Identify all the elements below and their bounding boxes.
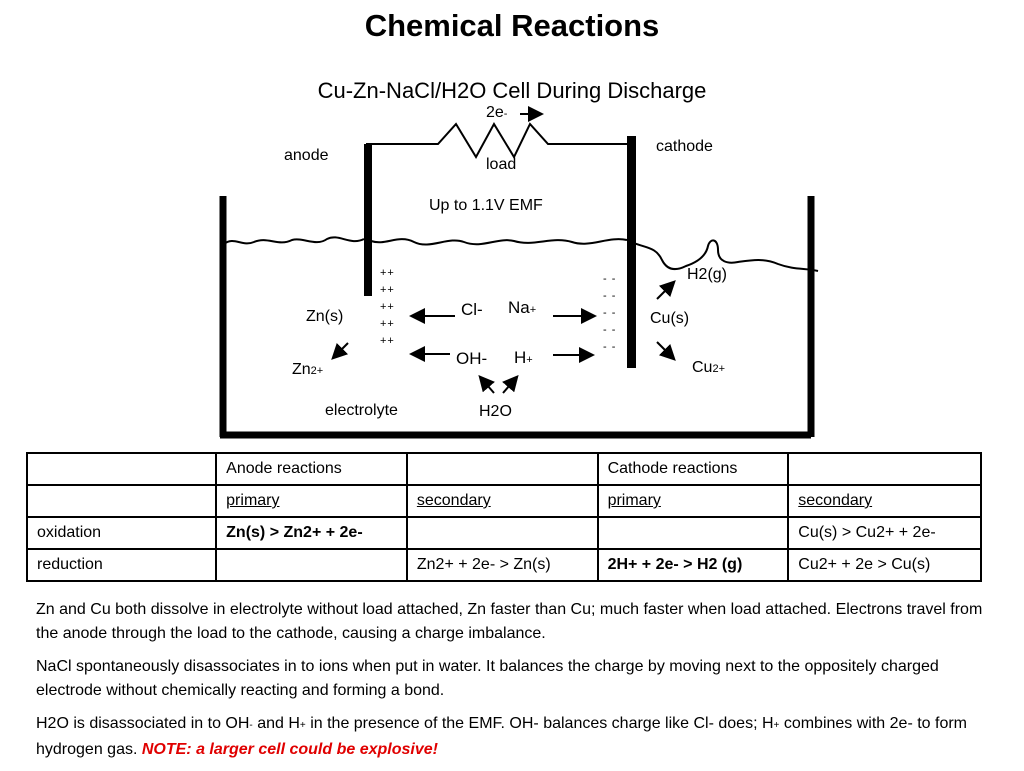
cathode-charge: - -	[603, 307, 617, 319]
oh-ion-label: OH-	[456, 349, 488, 368]
cu-h2-arrow	[656, 280, 676, 300]
table-cell: Cathode reactions	[596, 452, 790, 486]
anode-charge: ++	[380, 318, 395, 330]
table-cell	[25, 484, 218, 518]
table-cell	[405, 452, 599, 486]
table-row: reduction Zn2+ + 2e- > Zn(s) 2H+ + 2e- >…	[25, 548, 982, 582]
cathode-label: cathode	[656, 138, 713, 155]
h2-gas-label: H2(g)	[687, 266, 728, 283]
table-cell: Cu(s) > Cu2+ + 2e-	[787, 516, 982, 550]
note-text: in the presence of the EMF. OH- balances…	[305, 715, 774, 732]
table-cell	[405, 516, 599, 550]
table-cell: Anode reactions	[215, 452, 408, 486]
h2o-to-oh-arrow	[478, 374, 495, 394]
cu2-ion-base: Cu	[692, 359, 713, 376]
table-cell: primary	[215, 484, 408, 518]
zn2-ion-sup: 2+	[310, 365, 324, 377]
table-cell: primary	[596, 484, 790, 518]
anode-charge: ++	[380, 301, 395, 313]
table-row: Anode reactions Cathode reactions	[25, 452, 982, 486]
electrolyte-label: electrolyte	[325, 402, 398, 419]
note-paragraph-3: H2O is disassociated in to OH- and H+ in…	[36, 712, 996, 762]
note-superscript: -	[249, 720, 253, 731]
table-cell: Cu2+ + 2e > Cu(s)	[787, 548, 982, 582]
emf-label: Up to 1.1V EMF	[429, 197, 543, 214]
h-ion-base: H	[514, 348, 527, 367]
table-cell	[25, 452, 218, 486]
cu-solid-label: Cu(s)	[650, 310, 690, 327]
na-ion-sup: +	[529, 304, 537, 316]
cathode-charge: - -	[603, 273, 617, 285]
explosion-warning: NOTE: a larger cell could be explosive!	[141, 741, 438, 758]
cu2-ion-sup: 2+	[712, 363, 725, 375]
zn-dissolve-arrow	[331, 342, 349, 360]
note-text: combines with 2e- to form hydrogen gas.	[36, 715, 967, 758]
table-cell: reduction	[25, 548, 218, 582]
zn-solid-label: Zn(s)	[306, 308, 344, 325]
electron-label: 2e-	[486, 104, 507, 122]
cl-ion-label: Cl-	[461, 300, 483, 319]
cu-dissolve-arrow	[656, 341, 676, 361]
note-text: H2O is disassociated in to OH	[36, 715, 250, 732]
table-cell: 2H+ + 2e- > H2 (g)	[596, 548, 790, 582]
table-row: primary secondary primary secondary	[25, 484, 982, 518]
anode-charge: ++	[380, 284, 395, 296]
na-ion-label: Na+	[508, 298, 536, 318]
electrolyte-surface	[223, 236, 819, 272]
note-paragraph-2: NaCl spontaneously disassociates in to i…	[36, 658, 939, 699]
note-superscript: +	[773, 720, 780, 731]
note-text: and H	[252, 715, 300, 732]
cathode-charges: - - - - - - - - - -	[603, 271, 616, 356]
anode-label: anode	[284, 147, 329, 164]
h2o-to-h-arrow	[502, 374, 519, 394]
table-cell: secondary	[405, 484, 599, 518]
explanation-notes: Zn and Cu both dissolve in electrolyte w…	[36, 598, 996, 771]
load-resistor	[366, 121, 632, 160]
h-ion-sup: +	[526, 354, 533, 366]
page-title: Chemical Reactions	[364, 8, 660, 43]
reactions-table: Anode reactions Cathode reactions primar…	[25, 452, 982, 582]
table-cell	[787, 452, 982, 486]
na-ion-base: Na	[508, 298, 530, 317]
cu2-ion-label: Cu2+	[692, 359, 725, 377]
anode-charge: ++	[380, 267, 395, 279]
electron-label-sup: -	[503, 108, 508, 120]
cell-diagram	[219, 106, 819, 439]
table-cell: secondary	[787, 484, 982, 518]
note-paragraph-1: Zn and Cu both dissolve in electrolyte w…	[36, 601, 983, 642]
anode-charges: ++ ++ ++ ++ ++	[380, 265, 395, 350]
table-cell: oxidation	[25, 516, 218, 550]
table-cell	[215, 548, 408, 582]
cathode-electrode	[627, 136, 636, 368]
table-cell: Zn(s) > Zn2+ + 2e-	[215, 516, 408, 550]
cathode-charge: - -	[603, 290, 617, 302]
electron-label-base: 2e	[486, 104, 504, 121]
h2o-label: H2O	[479, 403, 512, 420]
table-cell: Zn2+ + 2e- > Zn(s)	[405, 548, 599, 582]
table-row: oxidation Zn(s) > Zn2+ + 2e- Cu(s) > Cu2…	[25, 516, 982, 550]
anode-charge: ++	[380, 335, 395, 347]
cathode-charge: - -	[603, 341, 617, 353]
load-label: load	[486, 156, 517, 173]
h-ion-label: H+	[514, 348, 533, 368]
zn2-ion-base: Zn	[292, 361, 311, 378]
cathode-charge: - -	[603, 324, 617, 336]
table-cell	[596, 516, 790, 550]
anode-electrode	[364, 144, 372, 296]
note-superscript: +	[299, 720, 306, 731]
diagram-subtitle: Cu-Zn-NaCl/H2O Cell During Discharge	[317, 78, 707, 103]
zn2-ion-label: Zn2+	[292, 361, 323, 379]
